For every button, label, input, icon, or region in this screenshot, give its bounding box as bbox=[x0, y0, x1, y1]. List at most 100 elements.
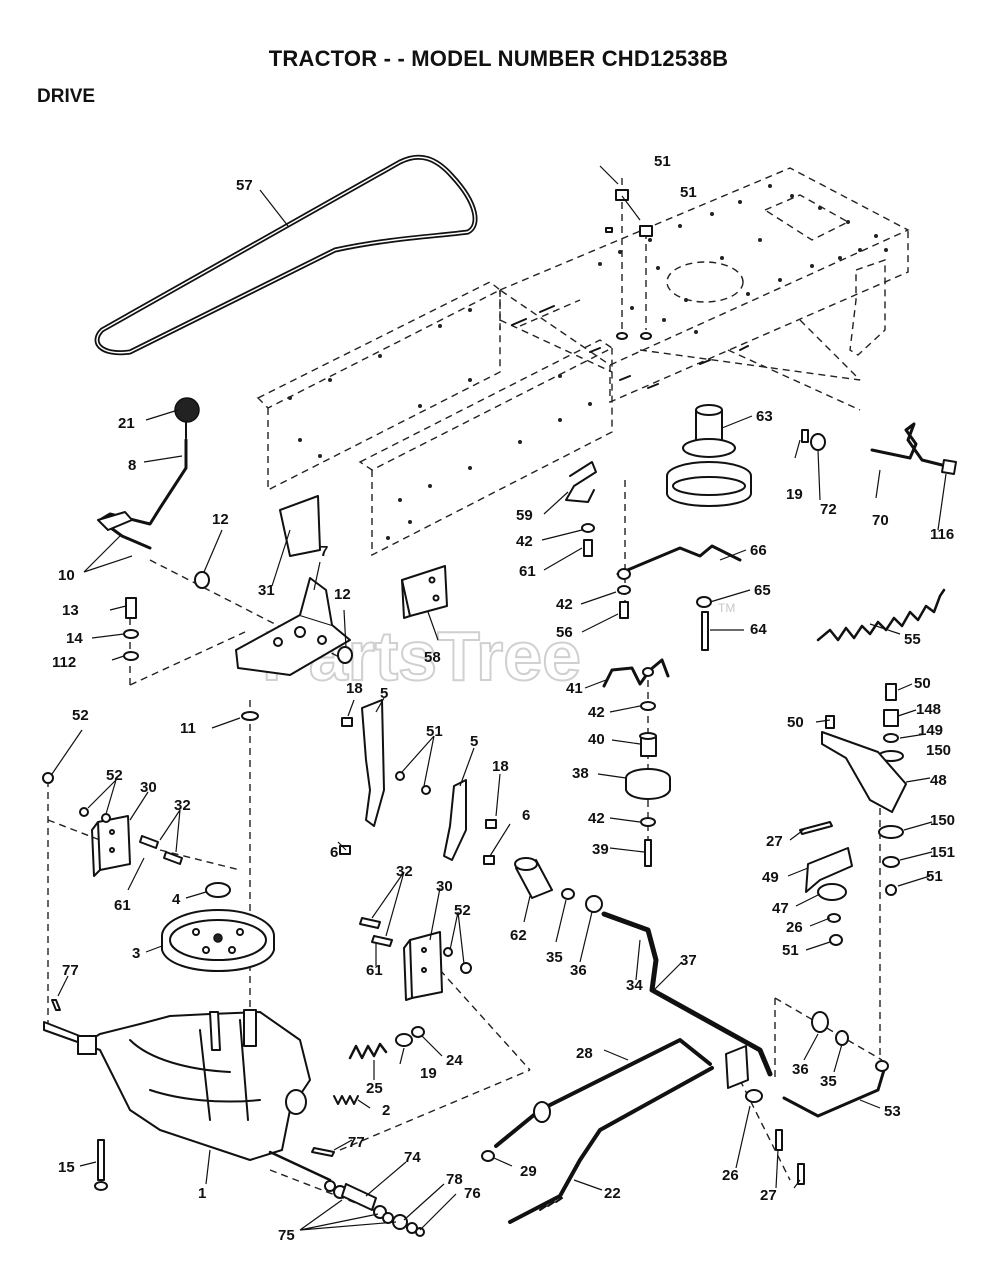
callout-62: 62 bbox=[510, 927, 527, 944]
callout-6: 6 bbox=[522, 807, 530, 824]
callout-150: 150 bbox=[926, 742, 951, 759]
callout-35: 35 bbox=[820, 1073, 837, 1090]
callout-36: 36 bbox=[792, 1061, 809, 1078]
callout-48: 48 bbox=[930, 772, 947, 789]
callout-1: 1 bbox=[198, 1185, 206, 1202]
callout-5: 5 bbox=[470, 733, 478, 750]
callout-52: 52 bbox=[454, 902, 471, 919]
callout-59: 59 bbox=[516, 507, 533, 524]
callout-26: 26 bbox=[722, 1167, 739, 1184]
callout-4: 4 bbox=[172, 891, 181, 908]
watermark-tm: TM bbox=[718, 601, 735, 615]
callout-57: 57 bbox=[236, 177, 253, 194]
transaxle-1 bbox=[43, 1009, 332, 1182]
callout-38: 38 bbox=[572, 765, 589, 782]
callout-25: 25 bbox=[366, 1080, 383, 1097]
shift-bracket bbox=[235, 495, 353, 676]
clip-59 bbox=[565, 461, 597, 557]
callout-labels: 57 51 51 21 8 63 19 72 70 116 12 59 42 6… bbox=[52, 153, 955, 1244]
callout-14: 14 bbox=[66, 630, 83, 647]
callout-18: 18 bbox=[492, 758, 509, 775]
callout-40: 40 bbox=[588, 731, 605, 748]
callout-51: 51 bbox=[926, 868, 943, 885]
callout-26: 26 bbox=[786, 919, 803, 936]
callout-70: 70 bbox=[872, 512, 889, 529]
hardware-19-72 bbox=[801, 429, 826, 451]
callout-61: 61 bbox=[366, 962, 383, 979]
callout-58: 58 bbox=[424, 649, 441, 666]
callout-65: 65 bbox=[754, 582, 771, 599]
callout-34: 34 bbox=[626, 977, 643, 994]
rod-28 bbox=[481, 1038, 712, 1162]
callout-13: 13 bbox=[62, 602, 79, 619]
callout-112: 112 bbox=[52, 654, 76, 671]
callout-22: 22 bbox=[604, 1185, 621, 1202]
plate-58 bbox=[401, 565, 448, 619]
rod-22 bbox=[508, 1066, 714, 1224]
shift-lever-assembly bbox=[97, 397, 210, 589]
callout-66: 66 bbox=[750, 542, 767, 559]
callout-53: 53 bbox=[884, 1103, 901, 1120]
idler-arm-66 bbox=[616, 544, 742, 580]
callout-19: 19 bbox=[420, 1065, 437, 1082]
callout-52: 52 bbox=[106, 767, 123, 784]
brake-arm-48 bbox=[799, 683, 907, 896]
callout-56: 56 bbox=[556, 624, 573, 641]
callout-55: 55 bbox=[904, 631, 921, 648]
callout-77: 77 bbox=[348, 1134, 365, 1151]
callout-61: 61 bbox=[519, 563, 536, 580]
callout-15: 15 bbox=[58, 1159, 75, 1176]
tension-spring-55 bbox=[816, 588, 946, 642]
callout-51: 51 bbox=[426, 723, 443, 740]
callout-116: 116 bbox=[930, 526, 954, 543]
callout-12: 12 bbox=[334, 586, 351, 603]
callout-75: 75 bbox=[278, 1227, 295, 1244]
brackets-5 bbox=[339, 699, 497, 865]
bushing-62 bbox=[514, 857, 603, 913]
callout-42: 42 bbox=[588, 810, 605, 827]
callout-76: 76 bbox=[464, 1185, 481, 1202]
callout-50: 50 bbox=[914, 675, 931, 692]
callout-39: 39 bbox=[592, 841, 609, 858]
callout-41: 41 bbox=[566, 680, 583, 697]
callout-36: 36 bbox=[570, 962, 587, 979]
callout-37: 37 bbox=[680, 952, 697, 969]
callout-42: 42 bbox=[588, 704, 605, 721]
callout-51: 51 bbox=[782, 942, 799, 959]
callout-18: 18 bbox=[346, 680, 363, 697]
callout-42: 42 bbox=[556, 596, 573, 613]
callout-10: 10 bbox=[58, 567, 75, 584]
page-title: TRACTOR - - MODEL NUMBER CHD12538B bbox=[268, 46, 729, 71]
callout-32: 32 bbox=[396, 863, 413, 880]
callout-49: 49 bbox=[762, 869, 779, 886]
callout-3: 3 bbox=[132, 945, 140, 962]
callout-35: 35 bbox=[546, 949, 563, 966]
callout-51: 51 bbox=[680, 184, 697, 201]
callout-12: 12 bbox=[212, 511, 229, 528]
tractor-frame bbox=[256, 167, 910, 557]
spring-25 bbox=[348, 1026, 425, 1060]
transmission-pulley-3 bbox=[161, 882, 275, 972]
callout-150: 150 bbox=[930, 812, 955, 829]
callout-47: 47 bbox=[772, 900, 789, 917]
callout-64: 64 bbox=[750, 621, 767, 638]
callout-19: 19 bbox=[786, 486, 803, 503]
bolt-15 bbox=[94, 1139, 108, 1191]
bracket-41 bbox=[602, 658, 670, 688]
bolt-stack-left bbox=[123, 597, 139, 661]
callout-149: 149 bbox=[918, 722, 943, 739]
callout-50: 50 bbox=[787, 714, 804, 731]
bracket-30-left bbox=[42, 772, 183, 877]
callout-21: 21 bbox=[118, 415, 135, 432]
callout-28: 28 bbox=[576, 1045, 593, 1062]
callout-24: 24 bbox=[446, 1052, 463, 1069]
hardware-26-27 bbox=[745, 1089, 805, 1185]
callout-29: 29 bbox=[520, 1163, 537, 1180]
bracket-70 bbox=[870, 422, 957, 475]
rod-53 bbox=[782, 1011, 889, 1118]
idler-pulley-63 bbox=[666, 404, 752, 507]
callout-74: 74 bbox=[404, 1149, 421, 1166]
callout-148: 148 bbox=[916, 701, 941, 718]
callout-78: 78 bbox=[446, 1171, 463, 1188]
callout-151: 151 bbox=[930, 844, 955, 861]
